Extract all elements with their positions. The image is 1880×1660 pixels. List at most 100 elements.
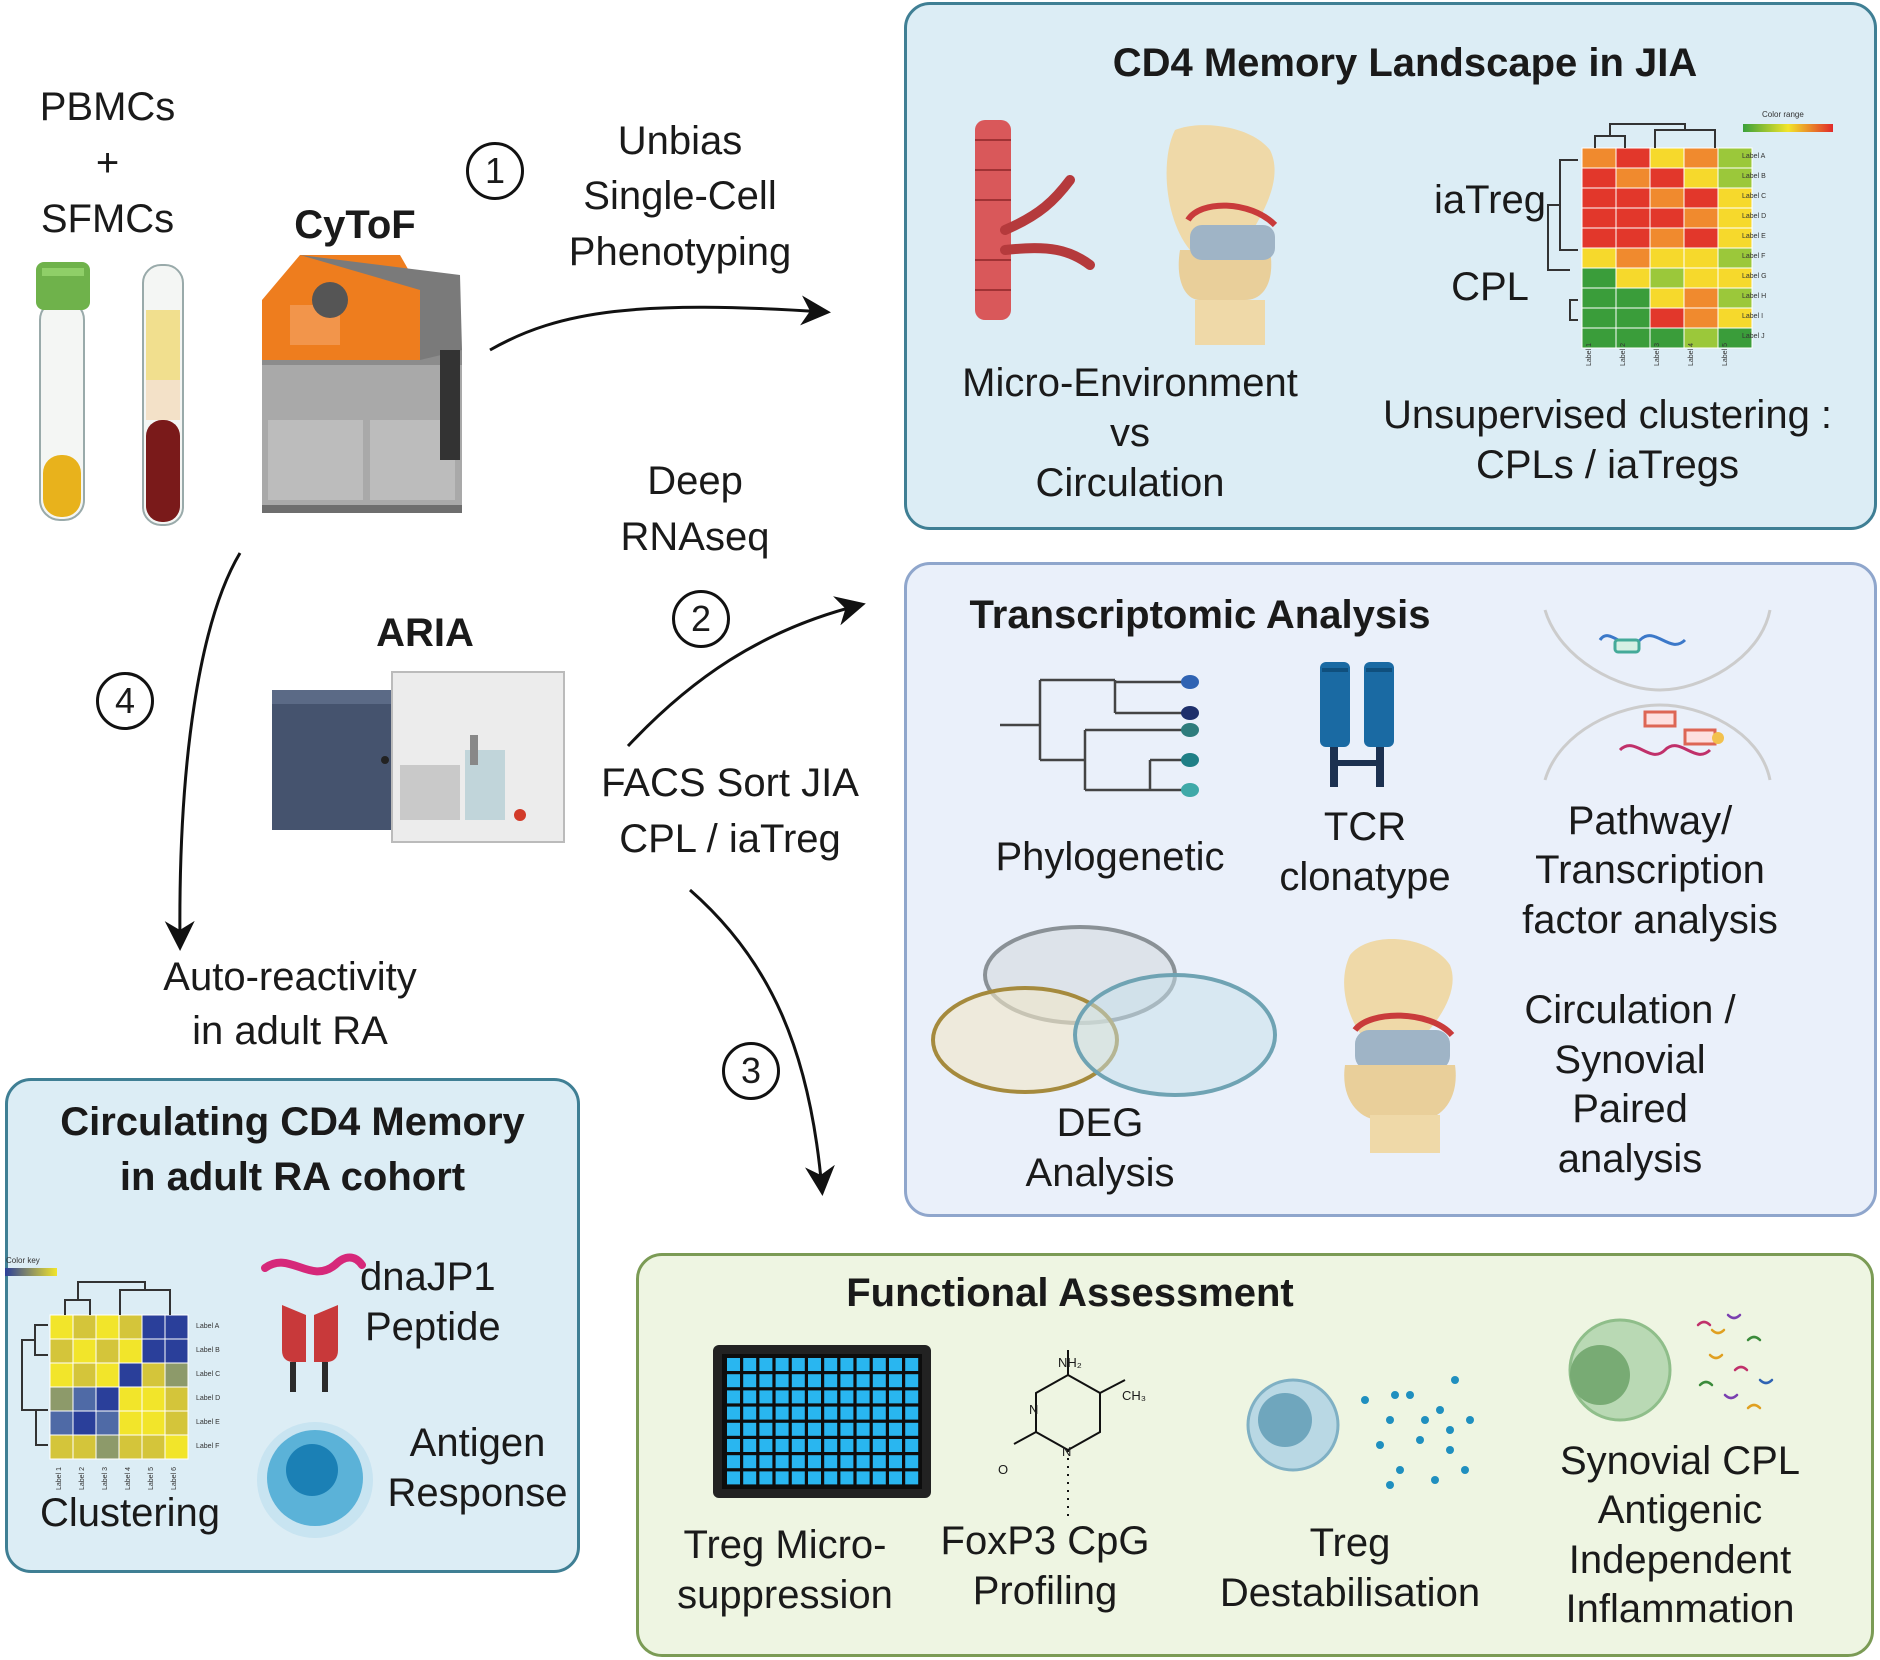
jia-row-label: Label J (1742, 333, 1765, 340)
response-label: Response (387, 1471, 568, 1515)
ra-heatmap-cell (141, 1410, 166, 1436)
plate-well (905, 1471, 919, 1485)
deg-line2: Analysis (1025, 1151, 1175, 1195)
facs-text-line2: CPL / iaTreg (619, 817, 841, 861)
ra-row-label: Label D (196, 1395, 221, 1402)
treg-micro-line2: suppression (677, 1573, 893, 1617)
plate-well (727, 1471, 740, 1485)
step-4-badge: 4 (96, 672, 154, 730)
step1-text-line3: Phenotyping (568, 230, 792, 274)
ra-clustering-label: Clustering (39, 1491, 221, 1535)
ra-heatmap-cell (95, 1314, 120, 1340)
pathway-line2: Transcription (1535, 848, 1765, 892)
mhc-receptor-icon (282, 1305, 338, 1392)
plate-well (791, 1358, 805, 1371)
foxp3-line1: FoxP3 CpG (940, 1519, 1150, 1563)
plate-well (759, 1455, 773, 1469)
plate-well (905, 1390, 919, 1404)
tcr-label-line2: clonatype (1279, 855, 1451, 899)
ra-heatmap-cell (95, 1362, 120, 1388)
ra-heatmap-cell (72, 1362, 97, 1388)
plate-well (856, 1358, 870, 1371)
step4-text-line1: Auto-reactivity (163, 955, 417, 999)
phylogenetic-tree-icon (1000, 678, 1188, 792)
jia-heatmap-cell (1615, 267, 1651, 289)
plate-well (905, 1422, 919, 1436)
96-well-plate-icon (713, 1345, 931, 1498)
plate-well (872, 1374, 886, 1388)
cytokine-dot (1406, 1391, 1414, 1399)
plate-well (824, 1471, 838, 1485)
plate-well (759, 1422, 773, 1436)
clustering-line2: CPLs / iaTregs (1475, 443, 1740, 487)
released-cytokine-dots (1361, 1376, 1474, 1489)
plate-well (791, 1374, 805, 1388)
plate-well (727, 1390, 740, 1404)
ra-heatmap-cell (95, 1410, 120, 1436)
jia-heatmap-cell (1683, 167, 1719, 189)
arrow-step3 (689, 888, 835, 1196)
jia-row-label: Label A (1742, 153, 1766, 160)
plate-well (856, 1471, 870, 1485)
jia-heatmap-cell (1649, 167, 1685, 189)
samples-pbmc-label: PBMCs (39, 85, 176, 129)
jia-row-label: Label E (1742, 233, 1766, 240)
plate-well (727, 1422, 740, 1436)
jia-row-label: Label F (1742, 253, 1766, 260)
plate-well (743, 1390, 757, 1404)
knee-joint-icon (1166, 125, 1278, 345)
jia-heatmap-cell (1649, 267, 1685, 289)
plate-well (856, 1439, 870, 1452)
ra-heatmap-cell (72, 1314, 97, 1340)
color-range-label: Color range (1762, 110, 1804, 119)
ra-heatmap-cell (49, 1362, 74, 1388)
cytof-machine-icon (262, 255, 462, 513)
plate-well (791, 1471, 805, 1485)
step1-text-line2: Single-Cell (583, 174, 777, 218)
jia-heatmap-cell (1649, 227, 1685, 249)
plate-well (775, 1455, 789, 1469)
plate-well (889, 1358, 902, 1371)
ra-title-line2: in adult RA cohort (119, 1155, 466, 1199)
jia-heatmap-cell (1581, 207, 1617, 229)
arrow-step1 (489, 295, 831, 352)
ra-heatmap (49, 1314, 189, 1460)
paired-line2: Synovial (1554, 1038, 1706, 1082)
cytokine-squiggles (1696, 1313, 1774, 1410)
arrow-step4 (164, 552, 242, 951)
plate-well (759, 1471, 773, 1485)
ra-title-line1: Circulating CD4 Memory (60, 1100, 525, 1144)
plate-well (808, 1390, 821, 1404)
plate-well (808, 1374, 821, 1388)
paired-line1: Circulation / (1524, 988, 1736, 1032)
ra-heatmap-cell (118, 1410, 143, 1436)
plate-well (840, 1374, 854, 1388)
plate-well (808, 1471, 821, 1485)
ra-heatmap-cell (164, 1434, 189, 1460)
ra-heatmap-cell (95, 1386, 120, 1412)
ra-heatmap-cell (164, 1314, 189, 1340)
synovial-cpl-cell-icon (1568, 1318, 1672, 1422)
plate-well (824, 1390, 838, 1404)
iatreg-label: iaTreg (1434, 178, 1546, 222)
foxp3-line2: Profiling (972, 1569, 1118, 1613)
jia-col-label: Label 5 (1722, 343, 1729, 366)
plate-well (824, 1455, 838, 1469)
deg-venn-diagram-icon (931, 925, 1277, 1097)
cytokine-dot (1386, 1416, 1394, 1424)
plate-well (856, 1406, 870, 1420)
plate-well (872, 1455, 886, 1469)
jia-heatmap-cell (1683, 207, 1719, 229)
jia-row-label: Label D (1742, 213, 1767, 220)
t-cell-icon (257, 1422, 373, 1538)
ra-heatmap-cell (118, 1434, 143, 1460)
plate-well (759, 1358, 773, 1371)
plate-well (889, 1390, 902, 1404)
jia-heatmap-cell (1683, 187, 1719, 209)
ra-col-label: Label 1 (56, 1467, 63, 1490)
o-label: O (998, 1462, 1009, 1477)
jia-heatmap-cell (1615, 307, 1651, 329)
ra-heatmap-cell (118, 1338, 143, 1364)
jia-heatmap-cell (1649, 147, 1685, 169)
